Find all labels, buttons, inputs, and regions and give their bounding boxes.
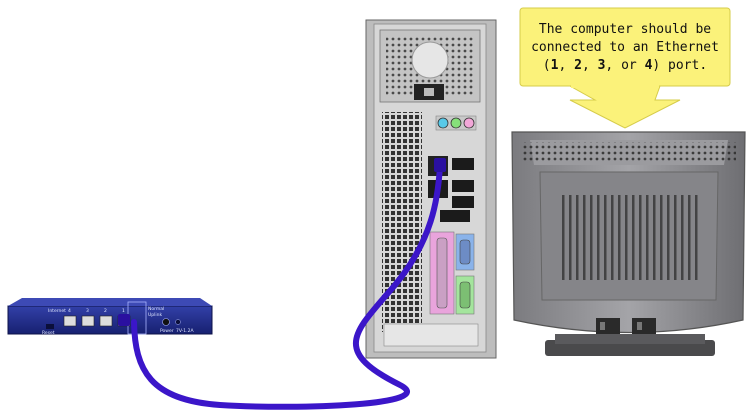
router-port-label-4: 4 [68,308,71,314]
router-power-rating: 7V-1.2A [176,328,194,334]
callout-line-2: connected to an Ethernet [531,40,719,55]
callout-box [519,7,731,129]
router-port-label-1: 1 [122,308,125,314]
callout-port-3: 3 [598,58,606,73]
callout-line-1: The computer should be [539,22,711,37]
callout-port-2: 2 [574,58,582,73]
monitor [511,131,746,356]
callout-port-4: 4 [645,58,653,73]
router-uplink-label: Uplink [148,312,163,318]
router-reset-label: Reset [42,330,55,336]
callout-paren-open: ( [543,58,551,73]
cable-plug-computer [434,158,446,172]
callout-line-3: (1, 2, 3, or 4) port. [543,58,707,73]
callout-sep-1: , [558,58,574,73]
callout-paren-close: ) port. [652,58,707,73]
computer-tower [365,19,497,359]
callout-sep-2: , [582,58,598,73]
router-internet-label: Internet [48,308,66,314]
router-port-label-2: 2 [104,308,107,314]
ethernet-cable [131,163,443,410]
router-power-label: Power [160,328,174,334]
router-normal-label: Normal [148,306,164,312]
callout-port-1: 1 [551,58,559,73]
callout-sep-3: , or [605,58,644,73]
router [7,298,213,335]
router-port-label-3: 3 [86,308,89,314]
cable-plug-router [118,314,130,326]
